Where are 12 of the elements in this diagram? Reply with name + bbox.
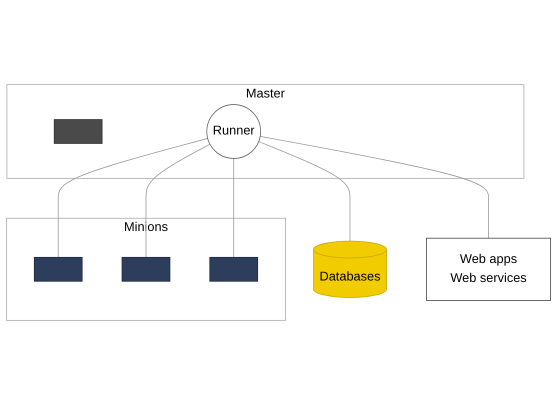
connector [260, 136, 489, 239]
node-box [209, 256, 258, 282]
connector [58, 138, 208, 258]
connector [258, 141, 350, 242]
node-box [54, 119, 102, 144]
connector [146, 144, 210, 258]
node-circle: Runner [206, 104, 262, 159]
node-box [122, 256, 170, 282]
node-box [34, 256, 83, 282]
connector [233, 158, 234, 258]
node-box: Web apps Web services [426, 238, 552, 301]
cluster: Minions [6, 218, 286, 321]
